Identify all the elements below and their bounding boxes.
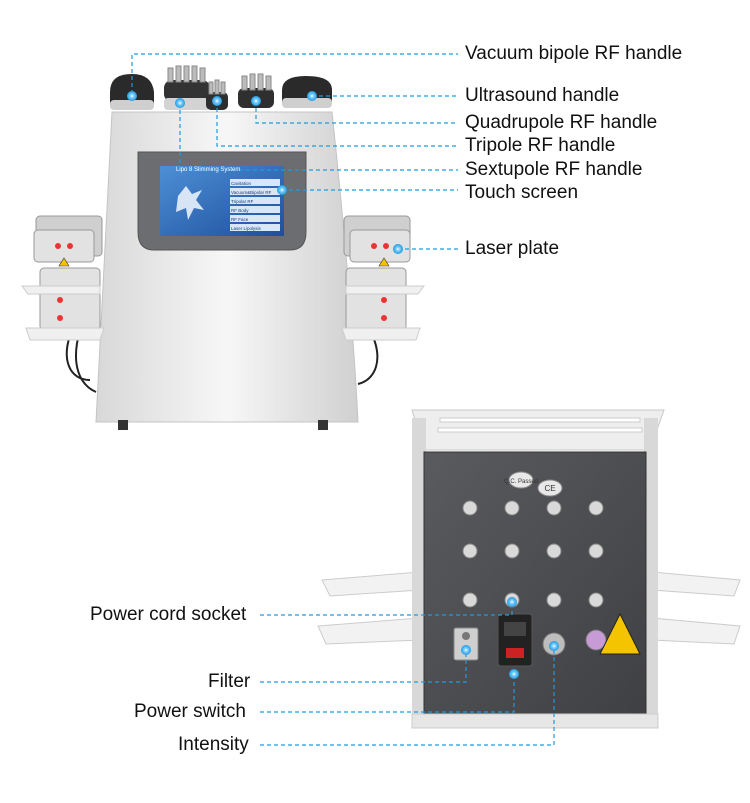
qc-badge [508,471,534,489]
power-switch-rocker [506,648,524,658]
power-socket [497,613,533,667]
screen-menu-item[interactable]: Cavitation [231,181,252,186]
label-power-switch: Power switch [134,701,246,722]
screen-menu-item[interactable]: Vacuum&Bipolar RF [231,190,272,195]
marker-dots [127,91,559,679]
label-laser-plate: Laser plate [465,238,560,259]
label-tripole-rf-handle: Tripole RF handle [465,135,616,156]
screen-menu: Cavitation Vacuum&Bipolar RF Tripolar RF… [231,179,279,233]
label-intensity: Intensity [178,734,249,755]
label-touch-screen: Touch screen [465,182,579,203]
label-sextupole-rf-handle: Sextupole RF handle [465,159,643,180]
ce-badge-text: CE [544,484,555,493]
label-ultrasound-handle: Ultrasound handle [465,85,620,106]
screen-menu-item[interactable]: Tripolar RF [231,199,254,204]
leader-lines [131,53,555,746]
screen-menu-item[interactable]: Laser Lipolysis [231,226,261,231]
front-machine [21,65,425,430]
screen-title: Lipo 8 Slimming System [176,167,241,173]
output-sockets [462,500,604,608]
label-quadrupole-rf-handle: Quadrupole RF handle [465,112,658,133]
handles [110,65,332,110]
rear-panel [423,451,647,715]
screen-menu-item[interactable]: RF Face [231,217,249,222]
screen-menu-item[interactable]: RF Body [231,208,249,213]
label-vacuum-bipole-rf-handle: Vacuum bipole RF handle [465,43,683,64]
laser-warning-sign [599,612,641,655]
laser-plates [21,215,425,341]
qc-badge-text: Q.C. Passed [504,479,538,485]
label-filter: Filter [208,671,251,692]
ce-badge [537,479,563,497]
back-machine: Q.C. Passed CE [317,409,741,729]
label-power-cord-socket: Power cord socket [90,604,247,625]
